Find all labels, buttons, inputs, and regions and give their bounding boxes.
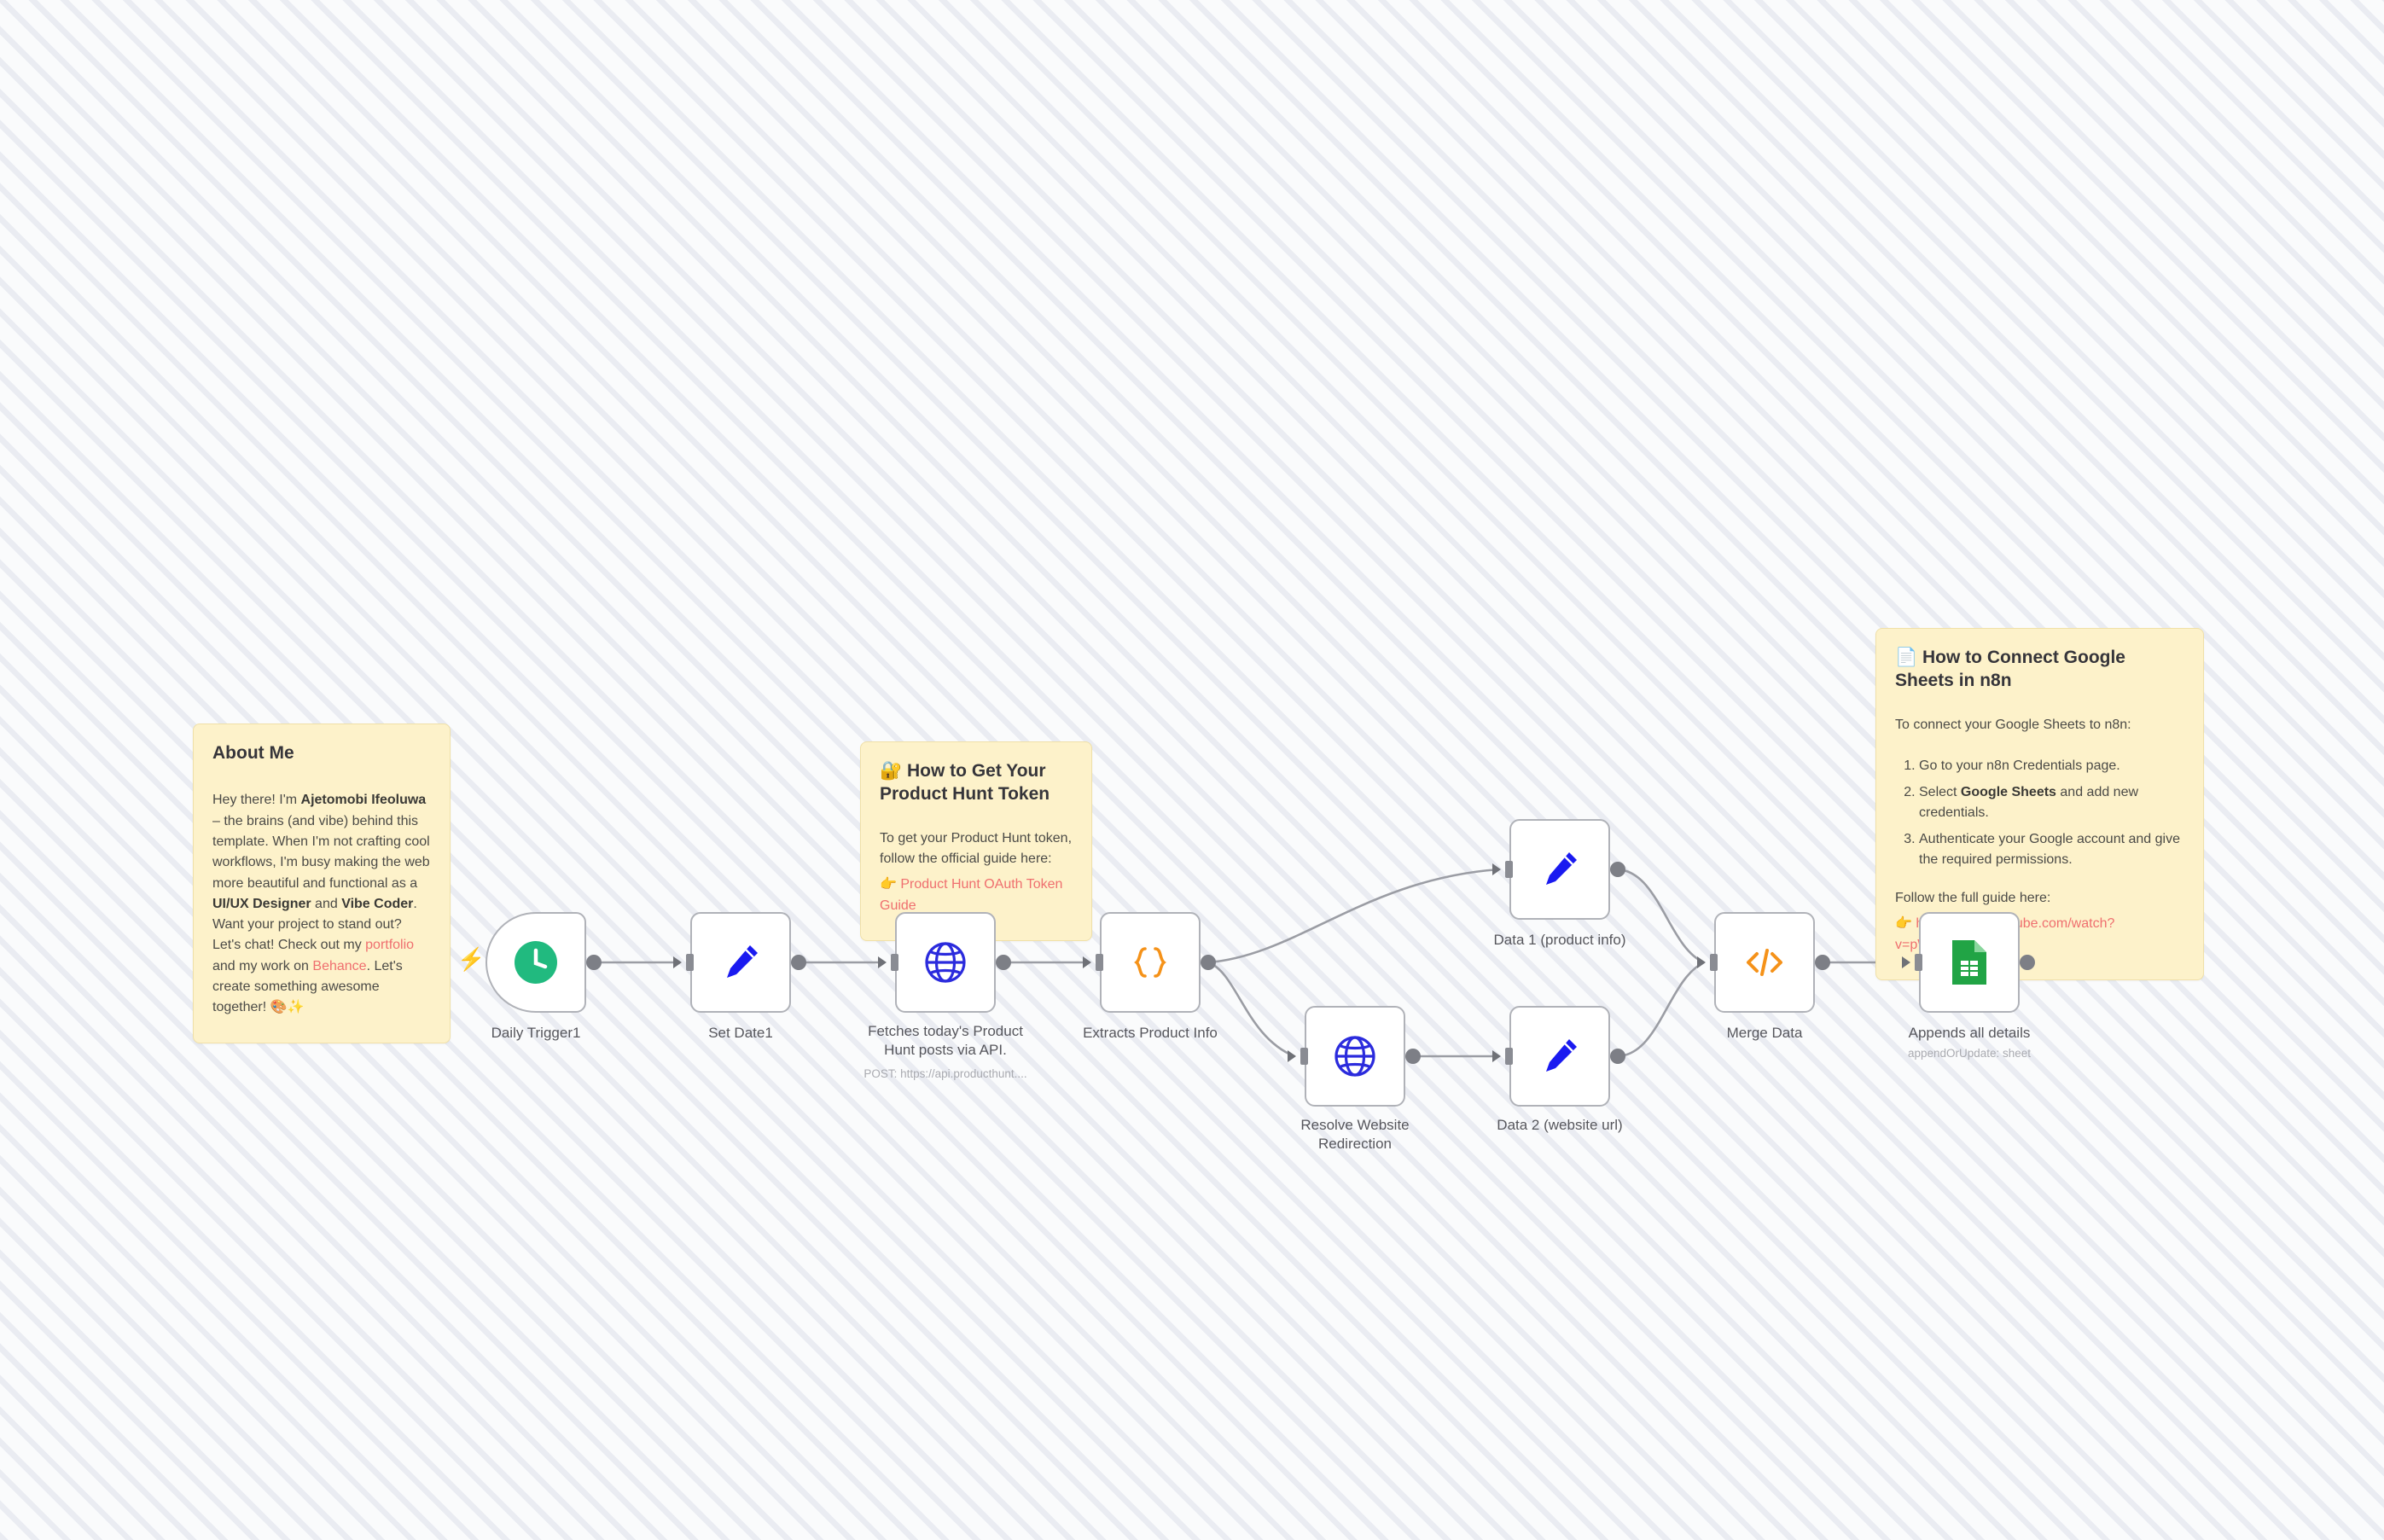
- node-label-data-1: Data 1 (product info): [1493, 932, 1626, 948]
- node-append-details[interactable]: [1919, 912, 2020, 1013]
- spacer: [1895, 876, 2184, 888]
- output-port-resolve-redirect[interactable]: [1405, 1049, 1421, 1064]
- output-port-set-date[interactable]: [791, 955, 806, 970]
- pointing-hand-icon: 👉: [1895, 916, 1912, 932]
- node-resolve-redirect[interactable]: [1305, 1006, 1405, 1107]
- node-label-merge-data: Merge Data: [1726, 1025, 1803, 1041]
- node-merge-data[interactable]: [1714, 912, 1815, 1013]
- node-subtitle-fetch-posts: POST: https://api.producthunt....: [863, 1067, 1027, 1080]
- clock-icon: [487, 914, 584, 1011]
- google-sheets-icon: [1921, 914, 2018, 1011]
- input-port-extract-info[interactable]: [1096, 954, 1103, 971]
- sticky-note-title: 🔐 How to Get Your Product Hunt Token: [880, 761, 1050, 805]
- node-label-data-2: Data 2 (website url): [1497, 1117, 1623, 1133]
- node-data-1[interactable]: [1509, 819, 1610, 920]
- edge-extract-info-to-data-1: [1207, 868, 1500, 964]
- edge-extract-info-to-resolve-redirect: [1207, 961, 1295, 1058]
- output-port-extract-info[interactable]: [1201, 955, 1216, 970]
- input-port-set-date[interactable]: [686, 954, 694, 971]
- pencil-icon: [1511, 821, 1608, 918]
- input-port-data-1[interactable]: [1505, 861, 1513, 878]
- node-label-extract-info: Extracts Product Info: [1083, 1025, 1218, 1041]
- product-hunt-oauth-token-guide-link[interactable]: Product Hunt OAuth Token Guide: [880, 877, 1063, 913]
- node-label-append-details: Appends all details: [1908, 1025, 2031, 1041]
- sticky-note-follow-text: Follow the full guide here:: [1895, 890, 2051, 905]
- input-arrow-data-1: [1492, 863, 1501, 875]
- node-set-date[interactable]: [690, 912, 791, 1013]
- pointing-hand-icon: 👉: [880, 877, 897, 892]
- input-arrow-extract-info: [1083, 956, 1091, 968]
- input-arrow-append-details: [1902, 956, 1910, 968]
- input-arrow-fetch-posts: [878, 956, 887, 968]
- globe-icon: [897, 914, 994, 1011]
- list-item: Select Google Sheets and add new credent…: [1919, 782, 2184, 823]
- node-daily-trigger[interactable]: [486, 912, 586, 1013]
- output-port-daily-trigger[interactable]: [586, 955, 602, 970]
- sticky-note-body: To get your Product Hunt token, follow t…: [880, 830, 1073, 866]
- node-data-2[interactable]: [1509, 1006, 1610, 1107]
- spacer: [1895, 741, 2184, 753]
- node-extract-info[interactable]: [1100, 912, 1201, 1013]
- lock-icon: 🔐: [880, 761, 903, 781]
- input-port-resolve-redirect[interactable]: [1300, 1048, 1308, 1065]
- sticky-note-about-me[interactable]: About Me Hey there! I'm Ajetomobi Ifeolu…: [193, 724, 451, 1043]
- behance-link[interactable]: Behance: [312, 958, 367, 973]
- output-port-append-details[interactable]: [2020, 955, 2035, 970]
- output-port-data-2[interactable]: [1610, 1049, 1625, 1064]
- sticky-note-title: 📄 How to Connect Google Sheets in n8n: [1895, 648, 2125, 691]
- sticky-note-steps: Go to your n8n Credentials page. Select …: [1895, 756, 2184, 870]
- node-subtitle-append-details: appendOrUpdate: sheet: [1907, 1047, 2032, 1060]
- sticky-note-title: About Me: [212, 743, 294, 763]
- input-arrow-merge-data: [1697, 956, 1706, 968]
- output-port-merge-data[interactable]: [1815, 955, 1830, 970]
- node-fetch-posts[interactable]: [895, 912, 996, 1013]
- output-port-data-1[interactable]: [1610, 862, 1625, 877]
- code-tag-icon: [1716, 914, 1813, 1011]
- input-port-data-2[interactable]: [1505, 1048, 1513, 1065]
- node-label-daily-trigger: Daily Trigger1: [491, 1025, 581, 1041]
- input-arrow-resolve-redirect: [1288, 1050, 1296, 1062]
- pencil-icon: [1511, 1008, 1608, 1105]
- output-port-fetch-posts[interactable]: [996, 955, 1011, 970]
- sticky-note-body: Hey there! I'm Ajetomobi Ifeoluwa – the …: [212, 793, 430, 1015]
- code-braces-icon: [1102, 914, 1199, 1011]
- document-icon: 📄: [1895, 648, 1918, 667]
- input-port-fetch-posts[interactable]: [891, 954, 898, 971]
- node-label-fetch-posts: Fetches today's Product Hunt posts via A…: [868, 1023, 1023, 1058]
- list-item: Go to your n8n Credentials page.: [1919, 756, 2184, 776]
- sticky-note-link-line: 👉 Product Hunt OAuth Token Guide: [880, 875, 1073, 916]
- input-arrow-data-2: [1492, 1050, 1501, 1062]
- lightning-bolt-icon: ⚡: [457, 946, 486, 972]
- sticky-note-product-hunt-token[interactable]: 🔐 How to Get Your Product Hunt Token To …: [860, 741, 1092, 941]
- edge-data-2-to-merge-data: [1617, 961, 1705, 1058]
- input-port-append-details[interactable]: [1915, 954, 1922, 971]
- node-label-set-date: Set Date1: [708, 1025, 773, 1041]
- edge-data-1-to-merge-data: [1617, 868, 1705, 964]
- sticky-note-intro: To connect your Google Sheets to n8n:: [1895, 717, 2131, 732]
- input-port-merge-data[interactable]: [1710, 954, 1718, 971]
- portfolio-link[interactable]: portfolio: [365, 938, 415, 953]
- globe-icon: [1306, 1008, 1404, 1105]
- pencil-icon: [692, 914, 789, 1011]
- input-arrow-set-date: [673, 956, 682, 968]
- list-item: Authenticate your Google account and giv…: [1919, 829, 2184, 870]
- node-label-resolve-redirect: Resolve Website Redirection: [1300, 1117, 1410, 1152]
